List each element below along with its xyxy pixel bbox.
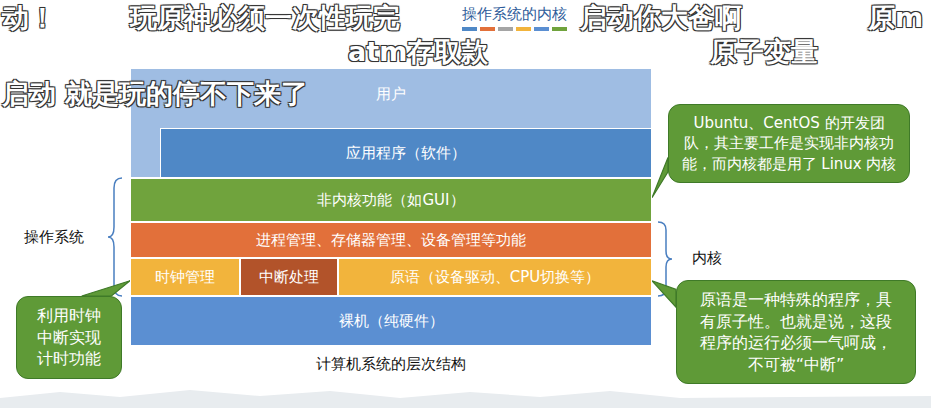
side-label: 操作系统 xyxy=(24,228,84,247)
layer-band: 原语（设备驱动、CPU切换等） xyxy=(338,258,652,296)
node-text: 时钟管理 xyxy=(155,268,215,287)
danmaku-text: 启动你大爸啊 xyxy=(580,0,742,36)
callout-tail xyxy=(652,158,668,198)
danmaku-text: 原子变量 xyxy=(710,34,818,70)
diagram-title: 操作系统的内核 xyxy=(462,5,567,24)
layer-band: 非内核功能（如GUI） xyxy=(130,178,652,222)
node-text: 非内核功能（如GUI） xyxy=(317,191,464,210)
node-text: Ubuntu、CentOS 的开发团队，其主要工作是实现非内核功能，而内核都是用… xyxy=(681,113,897,174)
danmaku-text: 原m xyxy=(868,0,923,36)
layer-band: 进程管理、存储器管理、设备管理等功能 xyxy=(130,222,652,258)
node-text: 进程管理、存储器管理、设备管理等功能 xyxy=(256,231,526,250)
layer-band: 中断处理 xyxy=(240,258,338,296)
background-hills xyxy=(0,390,931,408)
danmaku-text: 动！ xyxy=(2,0,56,36)
title-bar xyxy=(462,27,567,31)
node-text: 用户 xyxy=(376,85,406,104)
node-text: 应用程序（软件） xyxy=(346,144,466,163)
brace xyxy=(108,178,122,296)
danmaku-text: atm存取款 xyxy=(348,34,488,70)
side-label: 内核 xyxy=(692,249,722,268)
layer-band: 时钟管理 xyxy=(130,258,240,296)
callout-box: Ubuntu、CentOS 的开发团队，其主要工作是实现非内核功能，而内核都是用… xyxy=(668,104,910,183)
layer-band: 应用程序（软件） xyxy=(160,128,652,178)
layer-band: 裸机（纯硬件） xyxy=(130,296,652,346)
node-text: 中断处理 xyxy=(259,268,319,287)
danmaku-text: 玩原神必须一次性玩完 xyxy=(130,0,400,36)
figure-caption: 计算机系统的层次结构 xyxy=(130,355,652,374)
node-text: 利用时钟中断实现计时功能 xyxy=(35,305,103,370)
callout-box: 原语是一种特殊的程序，具有原子性。也就是说，这段程序的运行必须一气呵成，不可被“… xyxy=(676,280,916,384)
callout-tail xyxy=(82,281,130,296)
danmaku-text: 启动 就是玩的停不下来了 xyxy=(2,76,308,112)
callout-tail xyxy=(652,281,676,307)
callout-box: 利用时钟中断实现计时功能 xyxy=(16,296,122,379)
node-text: 裸机（纯硬件） xyxy=(339,312,444,331)
node-text: 原语（设备驱动、CPU切换等） xyxy=(390,268,601,287)
node-text: 原语是一种特殊的程序，具有原子性。也就是说，这段程序的运行必须一气呵成，不可被“… xyxy=(695,289,897,375)
